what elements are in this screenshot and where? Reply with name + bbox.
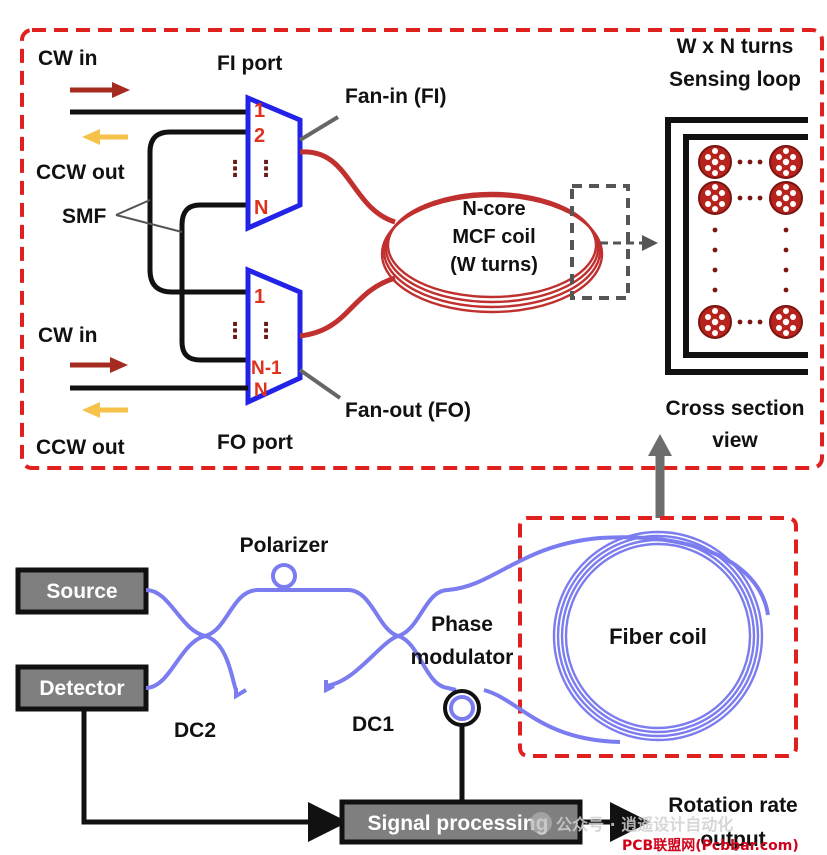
label-polarizer: Polarizer (240, 534, 329, 557)
fi-port-1: 1 (254, 100, 265, 122)
zoom-up-arrow (648, 434, 672, 518)
fiber-coil (552, 530, 764, 742)
fan-in-pointer (298, 115, 340, 142)
label-cross-section-1: Cross section (666, 397, 805, 420)
label-cw-in-top: CW in (38, 47, 97, 70)
top-panel-frame (20, 28, 824, 470)
detector-to-processor-line (81, 709, 348, 842)
fo-port-n: N (254, 380, 268, 401)
label-cross-section-2: view (712, 429, 758, 452)
ccw-out-arrow-bottom (82, 402, 128, 418)
label-ccw-out-top: CCW out (36, 161, 125, 184)
source-label: Source (46, 580, 117, 603)
smf-loop-inner (179, 202, 248, 363)
label-fiber-coil: Fiber coil (609, 624, 707, 649)
fo-port-n-1: N-1 (251, 358, 282, 379)
signal-processing-label: Signal processing (368, 812, 549, 835)
watermark-wechat: 公众号 · 逍遥设计自动化 (556, 815, 733, 834)
label-cw-in-bottom: CW in (38, 324, 97, 347)
watermark: 公众号 · 逍遥设计自动化 PCB联盟网(Pcbbar.com) (530, 812, 799, 854)
label-rotation-rate-2: output (700, 828, 765, 851)
mcf-cross-section-cores (698, 145, 803, 339)
mcf-coil (380, 191, 604, 314)
fi-port-dots-2: ⋮ (255, 157, 277, 182)
label-mcf-coil-1: N-core (462, 198, 525, 220)
source-box (15, 567, 149, 615)
fan-in-device (245, 94, 303, 232)
watermark-site: PCB联盟网(Pcbbar.com) (622, 838, 799, 854)
label-fo-port: FO port (217, 431, 293, 454)
fan-out-pointer (298, 368, 342, 400)
polarizer-loop (271, 563, 297, 589)
cw-in-arrow-top (70, 82, 130, 98)
label-sensing-loop-2: Sensing loop (669, 68, 801, 91)
label-mcf-coil-2: MCF coil (452, 226, 535, 248)
label-phase-modulator-2: modulator (411, 646, 514, 669)
fi-port-n: N (254, 197, 268, 219)
label-sensing-loop-1: W x N turns (677, 35, 794, 58)
label-phase-modulator-1: Phase (431, 613, 493, 636)
label-rotation-rate-1: Rotation rate (668, 794, 798, 817)
optical-fiber-path (145, 535, 770, 744)
fan-out-device (245, 266, 303, 406)
detector-label: Detector (39, 677, 124, 700)
label-fi-port: FI port (217, 52, 282, 75)
dc1-termination (324, 680, 335, 694)
smf-loop-outer (147, 129, 248, 295)
label-smf: SMF (62, 205, 107, 228)
fo-port-dots-2: ⋮ (255, 319, 277, 344)
fo-port-1: 1 (254, 286, 265, 308)
fo-port-dots: ⋮ (224, 319, 246, 344)
fi-port-dots: ⋮ (224, 157, 246, 182)
wechat-icon (530, 812, 552, 834)
label-dc1: DC1 (352, 713, 394, 736)
cw-in-arrow-bottom (70, 357, 128, 373)
dc2-termination (234, 688, 248, 700)
label-mcf-coil-3: (W turns) (450, 254, 538, 276)
label-fan-out: Fan-out (FO) (345, 399, 471, 422)
label-ccw-out-bottom: CCW out (36, 436, 125, 459)
fiber-coil-frame (518, 516, 798, 758)
sensing-loop-bracket (665, 117, 808, 375)
mcf-lead-bottom (299, 275, 396, 339)
label-dc2: DC2 (174, 719, 216, 742)
ccw-out-arrow-top (82, 129, 128, 145)
mcf-lead-top (299, 149, 396, 225)
label-fan-in: Fan-in (FI) (345, 85, 446, 108)
fi-port-2: 2 (254, 125, 265, 147)
